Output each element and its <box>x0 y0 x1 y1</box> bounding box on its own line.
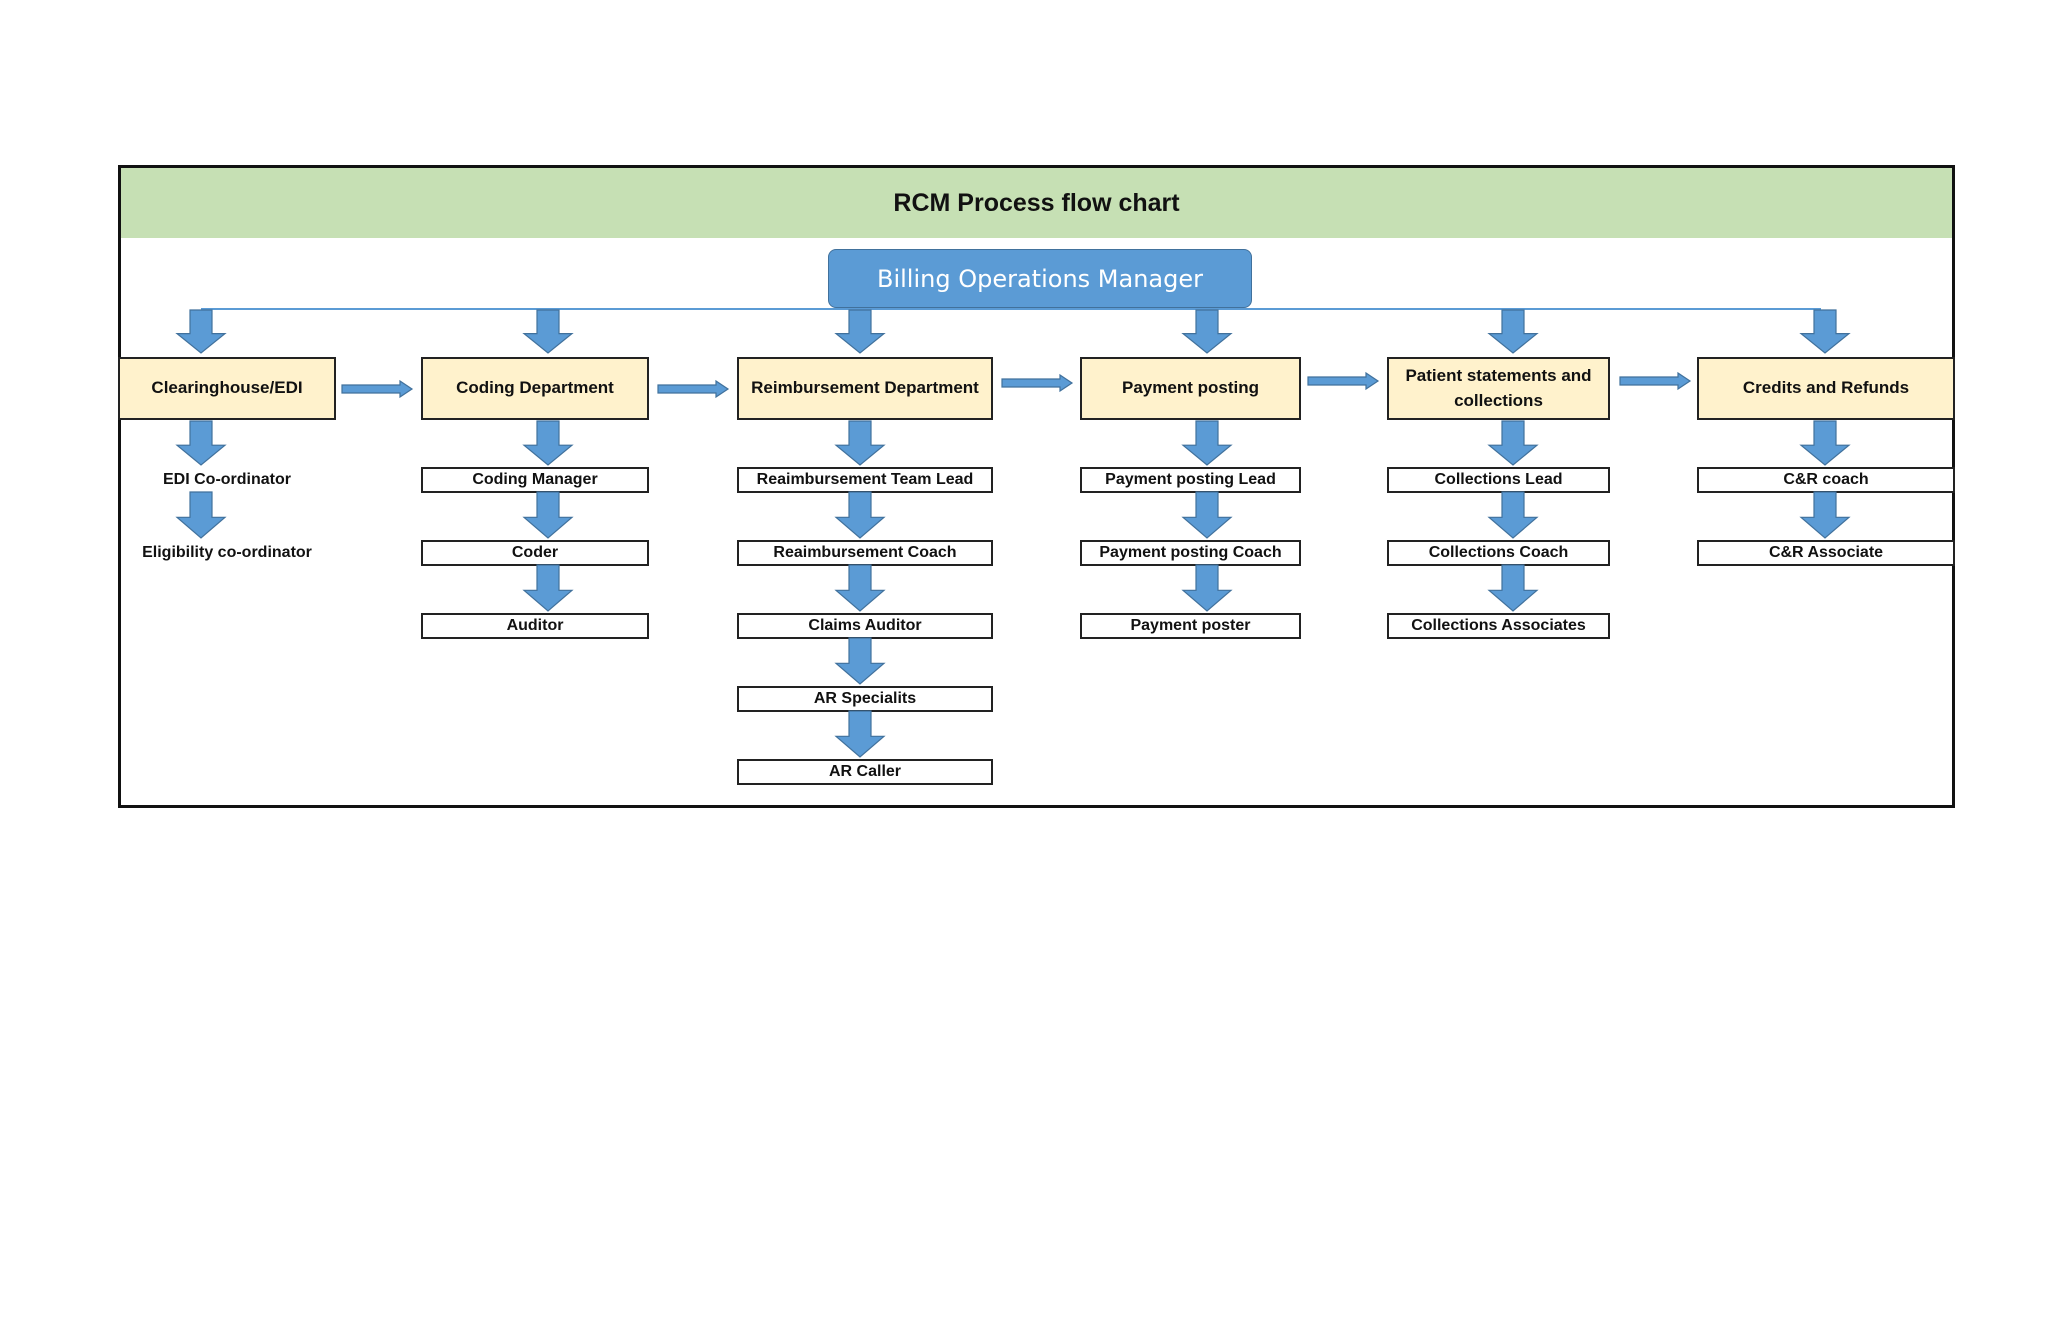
role-node: Eligibility co-ordinator <box>142 544 312 561</box>
department-label: Clearinghouse/EDI <box>151 378 303 398</box>
arrow-down-icon <box>834 491 886 539</box>
department-label: Patient statements and collections <box>1405 365 1592 410</box>
role-node: C&R coach <box>1697 467 1955 493</box>
department-label: Credits and Refunds <box>1742 378 1910 398</box>
role-node: Reaimbursement Coach <box>737 540 993 566</box>
department-node: Coding Department <box>421 357 649 420</box>
arrow-down-icon <box>522 309 574 354</box>
arrow-down-icon <box>175 491 227 539</box>
arrow-down-icon <box>834 309 886 354</box>
arrow-down-icon <box>522 564 574 612</box>
role-node: Auditor <box>421 613 649 639</box>
arrow-right-icon <box>1001 373 1074 393</box>
arrow-right-icon <box>1307 371 1380 391</box>
role-node: EDI Co-ordinator <box>163 471 291 488</box>
department-node: Reimbursement Department <box>737 357 993 420</box>
arrow-down-icon <box>1181 491 1233 539</box>
title-band: RCM Process flow chart <box>121 168 1952 238</box>
arrow-down-icon <box>1799 420 1851 466</box>
arrow-right-icon <box>341 379 414 399</box>
role-node: Payment poster <box>1080 613 1301 639</box>
arrow-down-icon <box>175 309 227 354</box>
arrow-down-icon <box>1799 309 1851 354</box>
arrow-down-icon <box>834 564 886 612</box>
billing-operations-manager-node: Billing Operations Manager <box>828 249 1252 308</box>
role-node: AR Caller <box>737 759 993 785</box>
arrow-down-icon <box>1799 491 1851 539</box>
role-node: Payment posting Lead <box>1080 467 1301 493</box>
arrow-down-icon <box>834 710 886 758</box>
role-node: Coder <box>421 540 649 566</box>
arrow-down-icon <box>1181 309 1233 354</box>
role-node: Collections Coach <box>1387 540 1610 566</box>
role-node: Payment posting Coach <box>1080 540 1301 566</box>
role-node: C&R Associate <box>1697 540 1955 566</box>
arrow-down-icon <box>834 420 886 466</box>
manager-connector-line <box>201 308 1821 310</box>
chart-title: RCM Process flow chart <box>893 188 1180 217</box>
arrow-down-icon <box>1487 420 1539 466</box>
department-label: Payment posting <box>1122 378 1259 398</box>
role-node: Collections Lead <box>1387 467 1610 493</box>
department-node: Clearinghouse/EDI <box>118 357 336 420</box>
arrow-down-icon <box>1181 564 1233 612</box>
arrow-down-icon <box>1181 420 1233 466</box>
arrow-down-icon <box>522 491 574 539</box>
department-node: Payment posting <box>1080 357 1301 420</box>
arrow-down-icon <box>834 637 886 685</box>
arrow-down-icon <box>175 420 227 466</box>
department-node: Patient statements and collections <box>1387 357 1610 420</box>
role-node: Coding Manager <box>421 467 649 493</box>
arrow-down-icon <box>1487 491 1539 539</box>
arrow-right-icon <box>1619 371 1692 391</box>
arrow-right-icon <box>657 379 730 399</box>
role-node: Collections Associates <box>1387 613 1610 639</box>
manager-label: Billing Operations Manager <box>877 264 1203 293</box>
department-node: Credits and Refunds <box>1697 357 1955 420</box>
arrow-down-icon <box>1487 564 1539 612</box>
arrow-down-icon <box>1487 309 1539 354</box>
role-node: Reaimbursement Team Lead <box>737 467 993 493</box>
department-label: Reimbursement Department <box>751 378 979 398</box>
arrow-down-icon <box>522 420 574 466</box>
department-label: Coding Department <box>456 378 614 398</box>
